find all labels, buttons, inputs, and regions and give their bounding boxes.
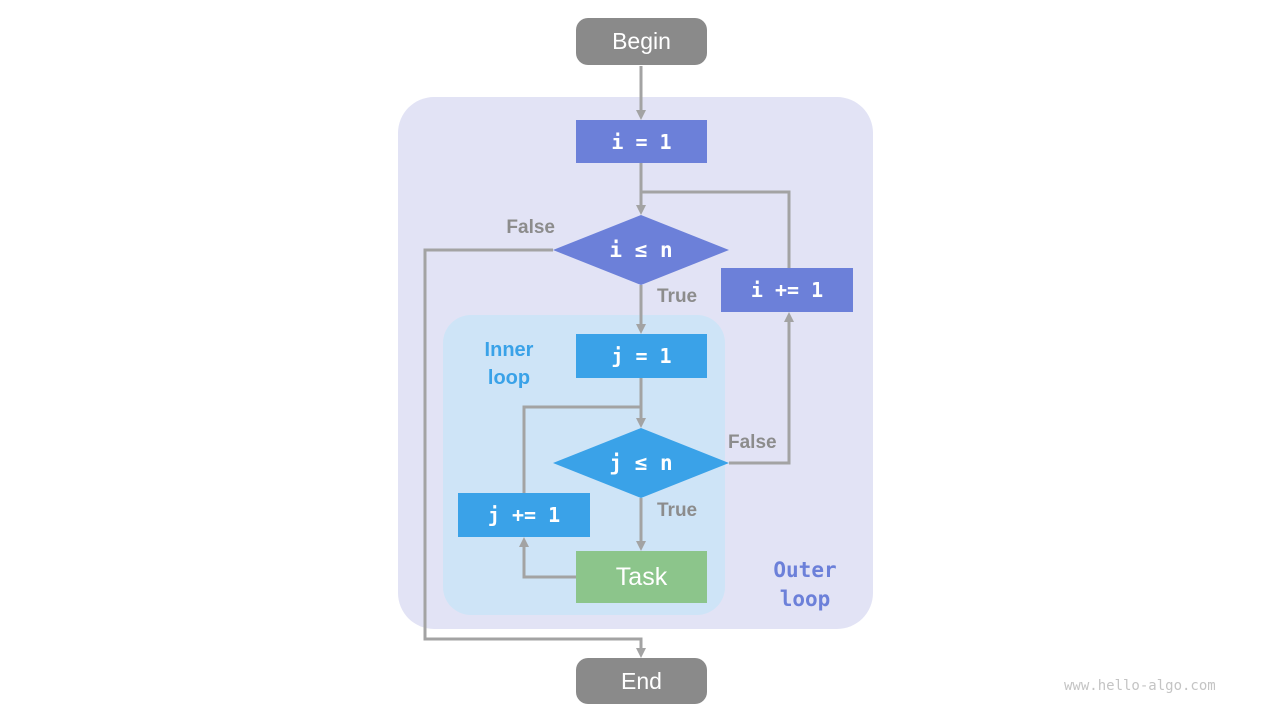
edge-inc-i-feedback [641,190,791,268]
edge-cond-i-false-to-end [423,248,646,658]
inc-i-node: i += 1 [721,268,853,312]
edge-task-to-inc-j [519,537,576,579]
init-j-node: j = 1 [576,334,707,378]
end-node: End [576,658,707,704]
outer-loop-label: Outer loop [773,558,837,611]
init-i-node: i = 1 [576,120,707,163]
begin-node: Begin [576,18,707,65]
watermark-text: www.hello-algo.com [1064,678,1216,694]
outer-false-label: False [506,217,555,238]
edge-inc-j-feedback [522,405,641,493]
outer-true-label: True [657,286,698,307]
task-node: Task [576,551,707,603]
edge-cond-j-false-to-inc-i [729,312,794,465]
inner-false-label: False [728,432,777,453]
inner-true-label: True [657,500,698,521]
inner-loop-label: Inner loop [484,339,534,389]
inc-j-node: j += 1 [458,493,590,537]
